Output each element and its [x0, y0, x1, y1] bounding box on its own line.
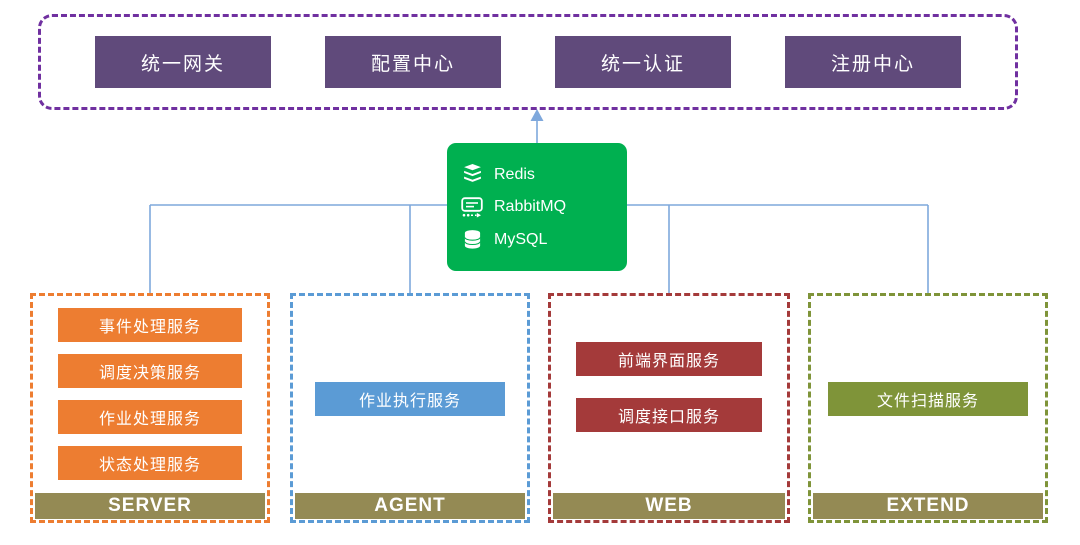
arrow-head-icon [530, 109, 544, 121]
platform-box-registry: 注册中心 [785, 36, 961, 88]
service-box: 调度决策服务 [58, 354, 242, 388]
middleware-label: MySQL [494, 230, 548, 248]
middleware-box: Redis RabbitMQ MySQL [447, 143, 627, 271]
service-box: 作业处理服务 [58, 400, 242, 434]
platform-box-auth: 统一认证 [555, 36, 731, 88]
group-label-server: SERVER [35, 493, 265, 519]
mysql-icon [461, 229, 483, 251]
middleware-label: Redis [494, 165, 535, 183]
group-server: 事件处理服务 调度决策服务 作业处理服务 状态处理服务 SERVER [30, 293, 270, 523]
group-extend: 文件扫描服务 EXTEND [808, 293, 1048, 523]
platform-box-config: 配置中心 [325, 36, 501, 88]
service-box: 状态处理服务 [58, 446, 242, 480]
platform-panel: 统一网关 配置中心 统一认证 注册中心 [38, 14, 1018, 110]
group-label-agent: AGENT [295, 493, 525, 519]
platform-box-gateway: 统一网关 [95, 36, 271, 88]
rabbitmq-icon [461, 196, 483, 218]
group-label-web: WEB [553, 493, 785, 519]
service-box: 前端界面服务 [576, 342, 762, 376]
service-box: 文件扫描服务 [828, 382, 1028, 416]
service-box: 调度接口服务 [576, 398, 762, 432]
service-box: 作业执行服务 [315, 382, 505, 416]
group-agent: 作业执行服务 AGENT [290, 293, 530, 523]
service-box: 事件处理服务 [58, 308, 242, 342]
middleware-row-mysql: MySQL [461, 229, 613, 251]
group-label-extend: EXTEND [813, 493, 1043, 519]
redis-icon [461, 164, 483, 186]
middleware-row-redis: Redis [461, 164, 613, 186]
middleware-row-rabbitmq: RabbitMQ [461, 196, 613, 218]
middleware-label: RabbitMQ [494, 198, 567, 215]
group-web: 前端界面服务 调度接口服务 WEB [548, 293, 790, 523]
